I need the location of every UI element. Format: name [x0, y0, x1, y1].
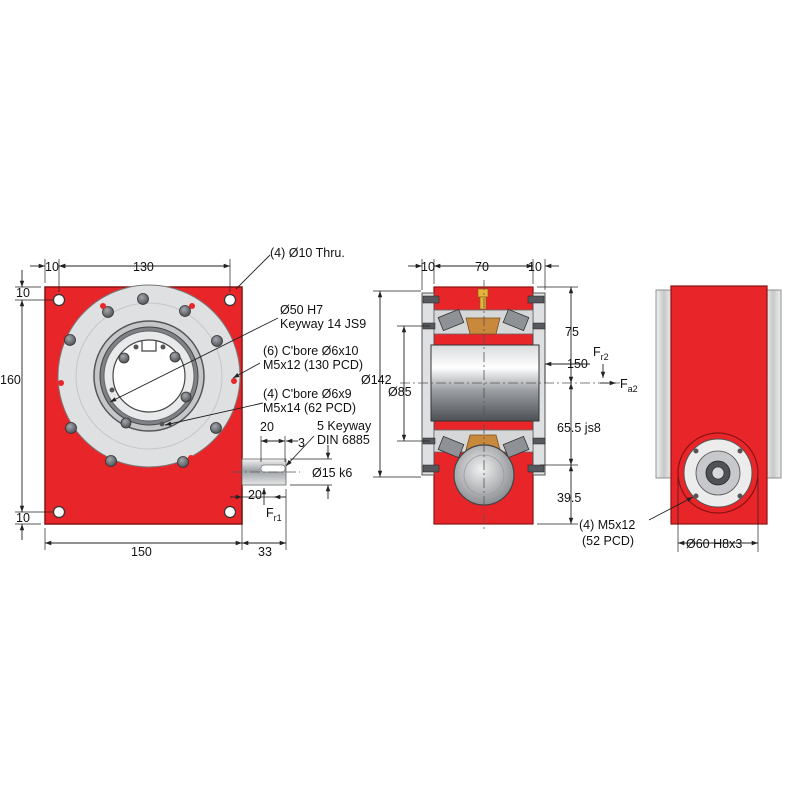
callout-m5x12: M5x12 (130 PCD): [263, 358, 363, 372]
dim-bottom-150: 150: [131, 545, 152, 559]
keyway: [141, 341, 157, 352]
dim-sec-dia-85: Ø85: [388, 385, 412, 399]
front-leaders: [109, 254, 315, 467]
dim-shaft-20-bottom: 20: [248, 488, 262, 502]
force-fa2: Fa2: [620, 377, 638, 394]
dim-sec-65-5: 65.5 js8: [557, 421, 601, 435]
dim-sec-dia-142: Ø142: [361, 373, 392, 387]
dim-sec-10-left: 10: [421, 260, 435, 274]
dim-shaft-20-top: 20: [260, 420, 274, 434]
callout-keyway: Keyway 14 JS9: [280, 317, 366, 331]
dim-left-10-top: 10: [16, 286, 30, 300]
bore: [112, 339, 186, 413]
callout-side-m5x12: (4) M5x12: [579, 518, 635, 532]
callout-cbore-6x10: (6) C'bore Ø6x10: [263, 344, 359, 358]
dim-left-10-bottom: 10: [16, 511, 30, 525]
callout-shaft-dia: Ø15 k6: [312, 466, 352, 480]
dim-top-10: 10: [45, 260, 59, 274]
force-fr1: Fr1: [266, 506, 282, 523]
dim-sec-70: 70: [475, 260, 489, 274]
dim-sec-150: 150: [567, 357, 588, 371]
bearings: [437, 308, 530, 459]
front-dimensions: [15, 259, 332, 550]
grease-nipple: [477, 288, 489, 310]
callout-thru-holes: (4) Ø10 Thru.: [270, 246, 345, 260]
callout-m5x14: M5x14 (62 PCD): [263, 401, 356, 415]
inner-bolts-62pcd: [109, 344, 192, 429]
dim-top-130: 130: [133, 260, 154, 274]
force-fr2: Fr2: [593, 345, 609, 362]
dim-sec-10-right: 10: [528, 260, 542, 274]
dim-shaft-3: 3: [298, 436, 305, 450]
section-dimensions: [373, 259, 616, 525]
callout-side-pcd: (52 PCD): [582, 534, 634, 548]
front-view: 10 130 10 160 10 150 33 (4) Ø10 Thru. Ø5…: [0, 246, 372, 559]
side-view: (4) M5x12 (52 PCD) Ø60 H8x3: [579, 285, 782, 552]
tapped-holes-red: [58, 303, 237, 461]
callout-din: DIN 6885: [317, 433, 370, 447]
input-shaft: [232, 458, 300, 486]
side-tapped-holes: [693, 448, 743, 499]
bronze-wheel-top: [465, 317, 501, 335]
dim-bottom-33: 33: [258, 545, 272, 559]
flange-bolts-130pcd: [64, 293, 223, 468]
dim-left-160: 160: [0, 373, 21, 387]
side-flange-left: [655, 289, 673, 479]
callout-cbore-6x9: (4) C'bore Ø6x9: [263, 387, 352, 401]
callout-shaft-keyway: 5 Keyway: [317, 419, 372, 433]
callout-bore: Ø50 H7: [280, 303, 323, 317]
section-view: 10 70 10 Ø142 Ø85 75 150 65.5 js8 39.5 F…: [361, 259, 638, 530]
dim-sec-75: 75: [565, 325, 579, 339]
dim-sec-39-5: 39.5: [557, 491, 581, 505]
corner-holes: [52, 293, 237, 519]
dim-side-dia-60: Ø60 H8x3: [686, 537, 742, 551]
